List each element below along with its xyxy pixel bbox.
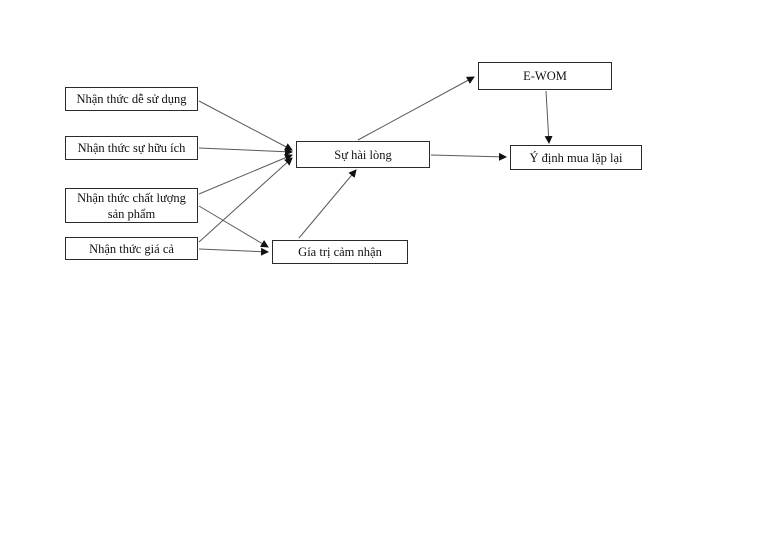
node-label: E-WOM: [523, 69, 567, 83]
arrow-satisfaction-to-repurchase: [430, 152, 507, 161]
node-label: Nhận thức dễ sử dụng: [76, 92, 187, 106]
node-perceived-value: Gía trị cảm nhận: [272, 240, 408, 264]
arrow-price-to-value: [198, 247, 269, 256]
node-satisfaction: Sự hài lòng: [296, 141, 430, 168]
node-label: Nhận thức chất lượng sản phẩm: [77, 190, 186, 221]
node-label: Gía trị cảm nhận: [298, 245, 382, 259]
node-label: Ý định mua lặp lại: [529, 150, 623, 165]
node-perceived-product-quality: Nhận thức chất lượng sản phẩm: [65, 188, 198, 223]
node-label: Nhận thức sự hữu ích: [77, 141, 186, 155]
node-label: Sự hài lòng: [334, 147, 392, 162]
arrow-quality-to-satisfaction: [198, 154, 293, 195]
node-label: Nhận thức giá cả: [89, 241, 174, 256]
node-repurchase-intention: Ý định mua lặp lại: [510, 145, 642, 170]
arrow-quality-to-value: [198, 205, 269, 248]
arrow-satisfaction-to-ewom: [357, 76, 475, 141]
node-ewom: E-WOM: [478, 62, 612, 90]
node-perceived-ease-of-use: Nhận thức dễ sử dụng: [65, 87, 198, 111]
arrow-useful-to-satisfaction: [198, 147, 293, 156]
node-perceived-usefulness: Nhận thức sự hữu ích: [65, 136, 198, 160]
node-perceived-price: Nhận thức giá cả: [65, 237, 198, 260]
arrow-price-to-satisfaction: [198, 157, 293, 243]
arrow-ease-to-satisfaction: [198, 100, 293, 151]
arrow-ewom-to-repurchase: [544, 90, 553, 144]
arrow-value-to-satisfaction: [298, 169, 357, 239]
